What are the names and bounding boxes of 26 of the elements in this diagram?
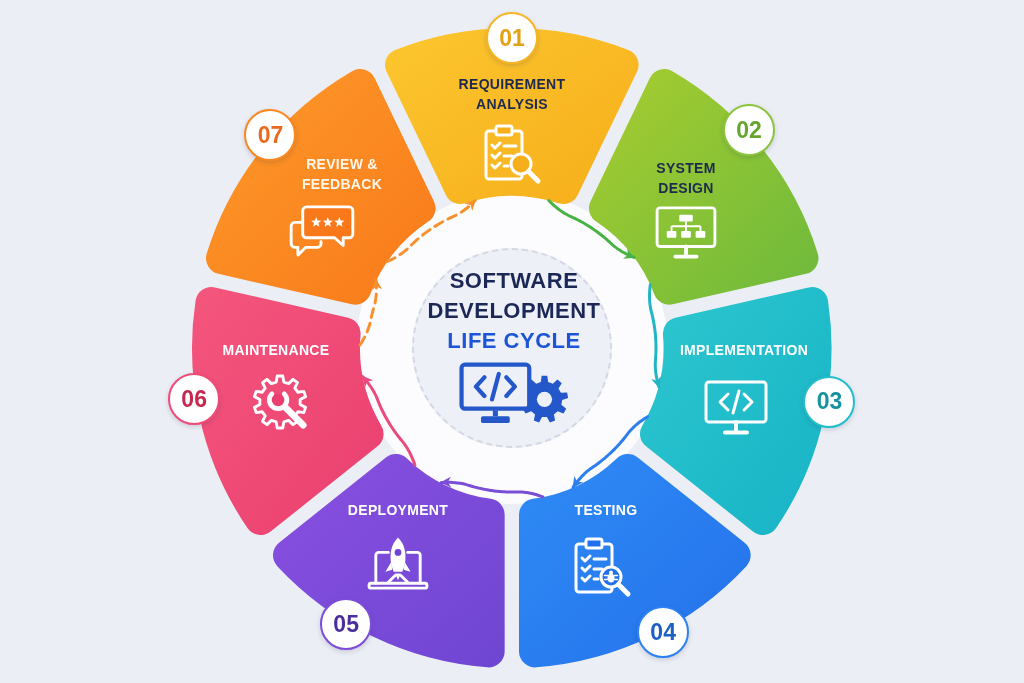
phase-title: DEPLOYMENT	[347, 501, 449, 520]
phase-title: TESTING	[574, 501, 638, 520]
phase-segment	[205, 68, 436, 305]
phase-title: SYSTEM DESIGN	[655, 159, 717, 198]
step-number-badge: 06	[168, 373, 221, 426]
hub-title: SOFTWARE DEVELOPMENT	[427, 267, 601, 325]
curved-arrow	[439, 476, 545, 499]
curved-arrow	[358, 278, 383, 347]
step-number-badge: 05	[320, 598, 373, 650]
phase-segment	[273, 453, 505, 668]
phase-title: REQUIREMENT ANALYSIS	[458, 75, 566, 114]
step-number-badge: 04	[637, 606, 690, 659]
phase-title: MAINTENANCE	[222, 341, 330, 360]
step-number-badge: 07	[244, 109, 297, 162]
curved-arrow	[361, 375, 417, 467]
phase-segment	[588, 68, 819, 305]
phase-title: IMPLEMENTATION	[679, 341, 809, 360]
curved-arrow	[547, 199, 636, 259]
phase-title: REVIEW & FEEDBACK	[301, 155, 383, 194]
curved-arrow	[648, 283, 662, 389]
phase-segment	[519, 453, 751, 668]
hub-subtitle: LIFE CYCLE	[446, 327, 582, 355]
curved-arrow	[385, 199, 477, 264]
step-number-badge: 02	[723, 104, 775, 157]
curved-arrow	[571, 415, 650, 489]
step-number-badge: 01	[486, 12, 538, 64]
